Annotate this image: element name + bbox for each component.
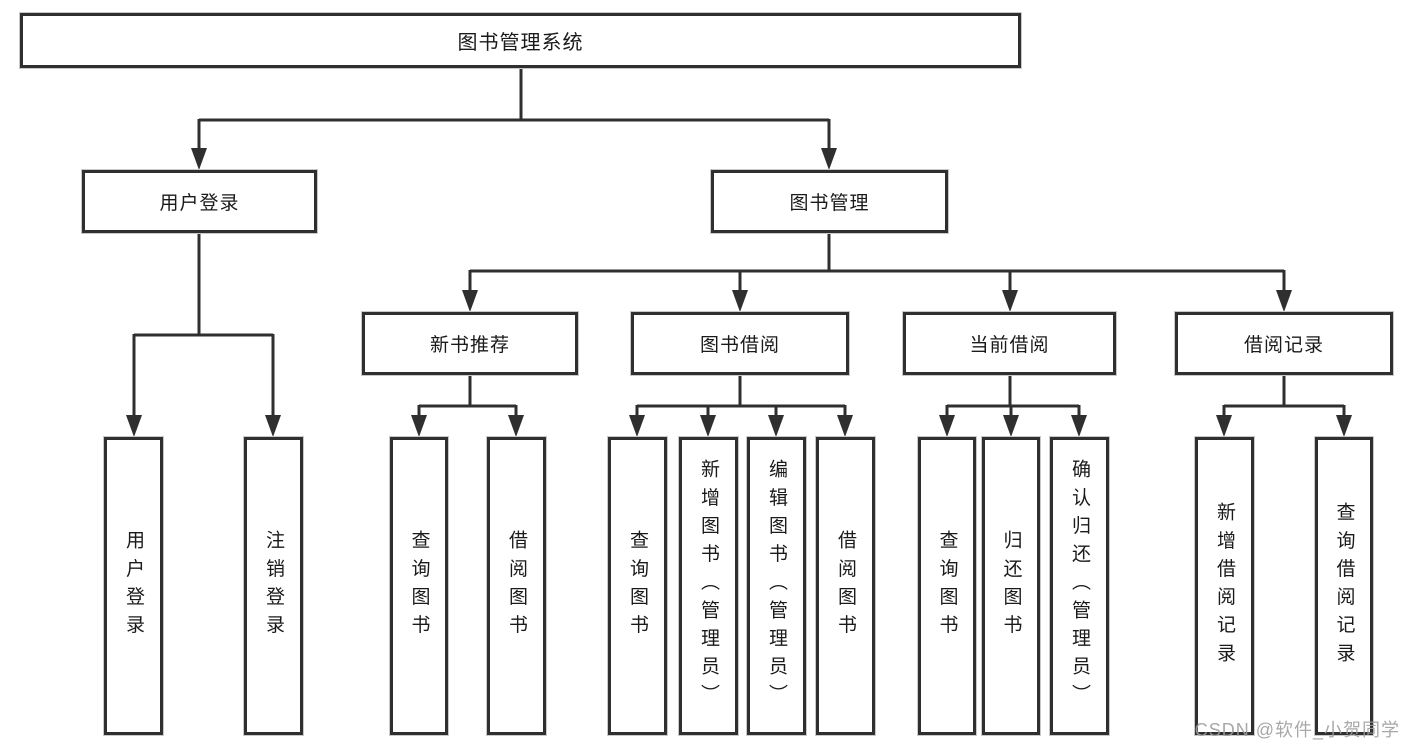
node-book-management: 图书管理: [711, 170, 948, 233]
node-book-management-label: 图书管理: [789, 193, 870, 214]
node-leaf-bb-query-books-label: 查询图书: [627, 529, 648, 643]
node-leaf-bb-borrow-books: 借阅图书: [816, 437, 875, 735]
connector-book-mgmt-children: [462, 233, 1292, 312]
node-leaf-user-login: 用户登录: [104, 437, 163, 735]
node-current-borrow-label: 当前借阅: [969, 335, 1050, 356]
node-root-label: 图书管理系统: [457, 32, 584, 54]
node-leaf-bb-borrow-books-label: 借阅图书: [835, 529, 856, 643]
node-borrow-record-label: 借阅记录: [1243, 335, 1324, 356]
node-leaf-cb-return-books: 归还图书: [982, 437, 1040, 735]
node-leaf-br-query-record-label: 查询借阅记录: [1333, 501, 1355, 671]
connector-new-book-rec-children: [411, 375, 524, 437]
node-current-borrow: 当前借阅: [903, 312, 1116, 375]
node-leaf-cb-confirm-return-admin: 确认归还（管理员）: [1050, 437, 1109, 735]
node-leaf-logout: 注销登录: [244, 437, 303, 735]
node-book-borrow: 图书借阅: [631, 312, 849, 375]
node-leaf-bb-edit-books-admin: 编辑图书（管理员）: [747, 437, 806, 735]
connector-user-login-children: [126, 233, 281, 437]
node-leaf-cb-confirm-return-admin-label: 确认归还（管理员）: [1069, 459, 1090, 713]
node-user-login-label: 用户登录: [159, 193, 240, 214]
node-leaf-cb-query-books-label: 查询图书: [936, 529, 958, 643]
node-leaf-br-add-record: 新增借阅记录: [1195, 437, 1254, 735]
node-leaf-rec-query-books: 查询图书: [390, 437, 448, 735]
node-leaf-rec-borrow-books-label: 借阅图书: [506, 529, 527, 643]
connector-current-borrow-children: [939, 375, 1087, 437]
connector-book-borrow-children: [629, 375, 853, 437]
node-leaf-rec-query-books-label: 查询图书: [408, 529, 430, 643]
node-leaf-br-query-record: 查询借阅记录: [1315, 437, 1373, 735]
node-new-book-recommend-label: 新书推荐: [429, 335, 510, 356]
node-leaf-rec-borrow-books: 借阅图书: [487, 437, 546, 735]
node-leaf-user-login-label: 用户登录: [123, 529, 144, 643]
connector-root-to-level2: [191, 68, 837, 170]
node-leaf-br-add-record-label: 新增借阅记录: [1214, 501, 1235, 671]
node-leaf-logout-label: 注销登录: [263, 529, 284, 643]
connector-borrow-record-children: [1216, 375, 1352, 437]
node-book-borrow-label: 图书借阅: [699, 335, 780, 356]
node-leaf-bb-add-books-admin: 新增图书（管理员）: [679, 437, 738, 735]
csdn-watermark: CSDN @软件_小贺同学: [1194, 720, 1400, 740]
node-leaf-bb-edit-books-admin-label: 编辑图书（管理员）: [766, 459, 787, 713]
node-leaf-cb-query-books: 查询图书: [918, 437, 976, 735]
node-root-library-system: 图书管理系统: [20, 13, 1021, 68]
node-user-login: 用户登录: [82, 170, 317, 233]
node-leaf-cb-return-books-label: 归还图书: [1000, 529, 1022, 643]
node-borrow-record: 借阅记录: [1175, 312, 1393, 375]
node-leaf-bb-query-books: 查询图书: [608, 437, 667, 735]
node-new-book-recommend: 新书推荐: [362, 312, 578, 375]
node-leaf-bb-add-books-admin-label: 新增图书（管理员）: [698, 459, 719, 713]
